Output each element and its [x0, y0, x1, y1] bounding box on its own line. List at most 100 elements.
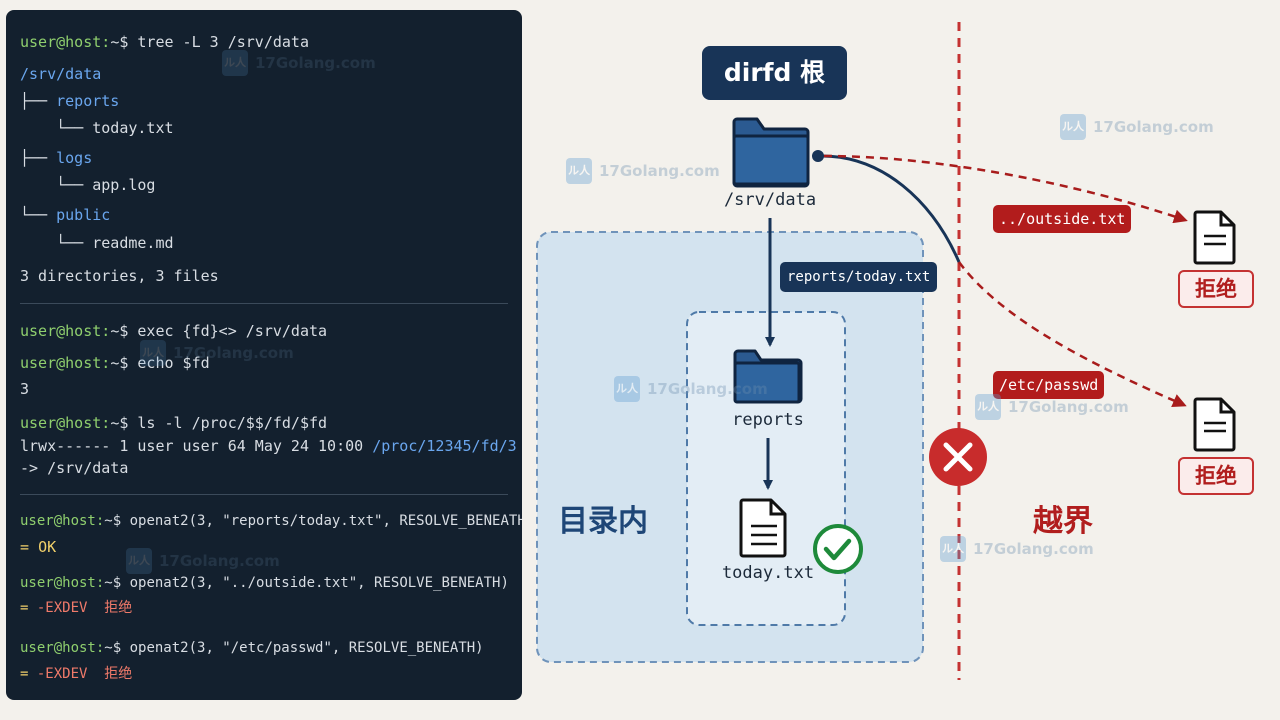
- today-file-label: today.txt: [721, 563, 815, 583]
- tree-dir-public: public: [56, 206, 111, 224]
- tree-file-readme: └── readme.md: [20, 234, 174, 252]
- watermark-text: 17Golang.com: [1008, 398, 1129, 416]
- result-ok: OK: [38, 538, 57, 556]
- command-text: openat2(3, "/etc/passwd", RESOLVE_BENEAT…: [129, 640, 484, 656]
- watermark-text: 17Golang.com: [255, 54, 376, 72]
- echo-command-line: user@host:~$ echo $fd: [20, 353, 210, 373]
- escape-path-passwd: [957, 261, 1187, 408]
- prompt-suffix: ~$: [110, 414, 129, 432]
- watermark-logo: ル人: [566, 158, 592, 184]
- tree-command-line: user@host:~$ tree -L 3 /srv/data: [20, 32, 309, 52]
- result-prefix: =: [20, 666, 37, 682]
- prompt-suffix: ~$: [110, 33, 129, 51]
- inside-zone-label: 目录内: [558, 504, 648, 539]
- watermark-text: 17Golang.com: [1093, 118, 1214, 136]
- result-prefix: =: [20, 538, 39, 556]
- watermark-logo: ル人: [1060, 114, 1086, 140]
- folder-icon: [732, 117, 810, 188]
- echo-output: 3: [20, 380, 30, 398]
- deny-badge: 拒绝: [1178, 457, 1254, 495]
- reports-zone: [686, 311, 846, 626]
- command-text: tree -L 3 /srv/data: [137, 33, 309, 51]
- escape-label-outside: ../outside.txt: [993, 205, 1132, 233]
- root-path-label: /srv/data: [723, 190, 817, 210]
- reports-label: reports: [732, 410, 804, 430]
- command-text: openat2(3, "reports/today.txt", RESOLVE_…: [129, 513, 522, 529]
- tree-row-reports: ├── reports: [20, 91, 119, 111]
- diagram-panel: dirfd 根 /srv/data reports/today.txt repo…: [522, 0, 1280, 720]
- watermark: ル人 17Golang.com: [222, 50, 376, 76]
- file-icon: [1193, 210, 1236, 265]
- ls-output-line: lrwx------ 1 user user 64 May 24 10:00 /…: [20, 436, 517, 456]
- watermark: ル人 17Golang.com: [126, 548, 280, 574]
- openat-command-2: user@host:~$ openat2(3, "../outside.txt"…: [20, 573, 509, 593]
- result-error: -EXDEV 拒绝: [36, 666, 133, 682]
- tree-row-public: └── public: [20, 205, 110, 225]
- prompt-suffix: ~$: [104, 575, 122, 591]
- file-icon: [1193, 397, 1236, 452]
- watermark-logo: ル人: [126, 548, 152, 574]
- watermark: ル人 17Golang.com: [940, 536, 1094, 562]
- tree-branch: └──: [20, 206, 57, 224]
- prompt: user@host:: [20, 513, 105, 529]
- watermark-text: 17Golang.com: [973, 540, 1094, 558]
- ls-output-target: -> /srv/data: [20, 459, 129, 477]
- watermark: ル人 17Golang.com: [975, 394, 1129, 420]
- deny-badge: 拒绝: [1178, 270, 1254, 308]
- prompt: user@host:: [20, 354, 111, 372]
- watermark-text: 17Golang.com: [173, 344, 294, 362]
- edge-label: reports/today.txt: [780, 262, 938, 292]
- openat-result-3: = -EXDEV 拒绝: [20, 664, 132, 684]
- watermark-logo: ル人: [940, 536, 966, 562]
- tree-row-logs: ├── logs: [20, 148, 92, 168]
- outside-zone-label: 越界: [1033, 504, 1093, 539]
- tree-file-today: └── today.txt: [20, 119, 174, 137]
- watermark-text: 17Golang.com: [647, 380, 768, 398]
- command-text: openat2(3, "../outside.txt", RESOLVE_BEN…: [129, 575, 509, 591]
- watermark-text: 17Golang.com: [599, 162, 720, 180]
- prompt: user@host:: [20, 33, 111, 51]
- watermark: ル人 17Golang.com: [1060, 114, 1214, 140]
- openat-command-1: user@host:~$ openat2(3, "reports/today.t…: [20, 511, 522, 531]
- watermark: ル人 17Golang.com: [566, 158, 720, 184]
- watermark: ル人 17Golang.com: [140, 340, 294, 366]
- root-connector-dot: [812, 150, 824, 162]
- tree-dir-logs: logs: [56, 149, 93, 167]
- watermark-logo: ル人: [140, 340, 166, 366]
- openat-result-2: = -EXDEV 拒绝: [20, 598, 132, 618]
- watermark-logo: ル人: [222, 50, 248, 76]
- command-text: echo $fd: [137, 354, 210, 372]
- terminal-panel: user@host:~$ tree -L 3 /srv/data /srv/da…: [6, 10, 522, 700]
- ls-command-line: user@host:~$ ls -l /proc/$$/fd/$fd: [20, 413, 327, 433]
- folder-icon: [733, 349, 803, 404]
- diagram-canvas: [536, 22, 1236, 680]
- tree-dir-reports: reports: [56, 92, 120, 110]
- tree-file-app: └── app.log: [20, 176, 156, 194]
- result-error: -EXDEV 拒绝: [36, 600, 133, 616]
- escape-path-outside-txt: [823, 154, 1188, 224]
- prompt-suffix: ~$: [104, 513, 122, 529]
- tree-branch: ├──: [20, 92, 57, 110]
- prompt: user@host:: [20, 575, 105, 591]
- x-circle-icon: [929, 428, 987, 486]
- check-circle-icon: [813, 524, 863, 574]
- prompt: user@host:: [20, 414, 111, 432]
- command-text: exec {fd}<> /srv/data: [137, 322, 328, 340]
- tree-summary: 3 directories, 3 files: [20, 267, 219, 285]
- tree-branch: ├──: [20, 149, 57, 167]
- escape-path-inside: [821, 154, 961, 263]
- result-prefix: =: [20, 600, 37, 616]
- prompt-suffix: ~$: [110, 322, 129, 340]
- watermark-logo: ル人: [614, 376, 640, 402]
- ls-output-text: lrwx------ 1 user user 64 May 24 10:00: [20, 437, 373, 455]
- terminal-separator: [20, 494, 508, 495]
- prompt: user@host:: [20, 640, 105, 656]
- openat-result-1: = OK: [20, 537, 56, 557]
- terminal-separator: [20, 303, 508, 304]
- ls-output-path: /proc/12345/fd/3: [372, 437, 517, 455]
- watermark-logo: ル人: [975, 394, 1001, 420]
- watermark-text: 17Golang.com: [159, 552, 280, 570]
- prompt-suffix: ~$: [104, 640, 122, 656]
- prompt: user@host:: [20, 322, 111, 340]
- command-text: ls -l /proc/$$/fd/$fd: [137, 414, 328, 432]
